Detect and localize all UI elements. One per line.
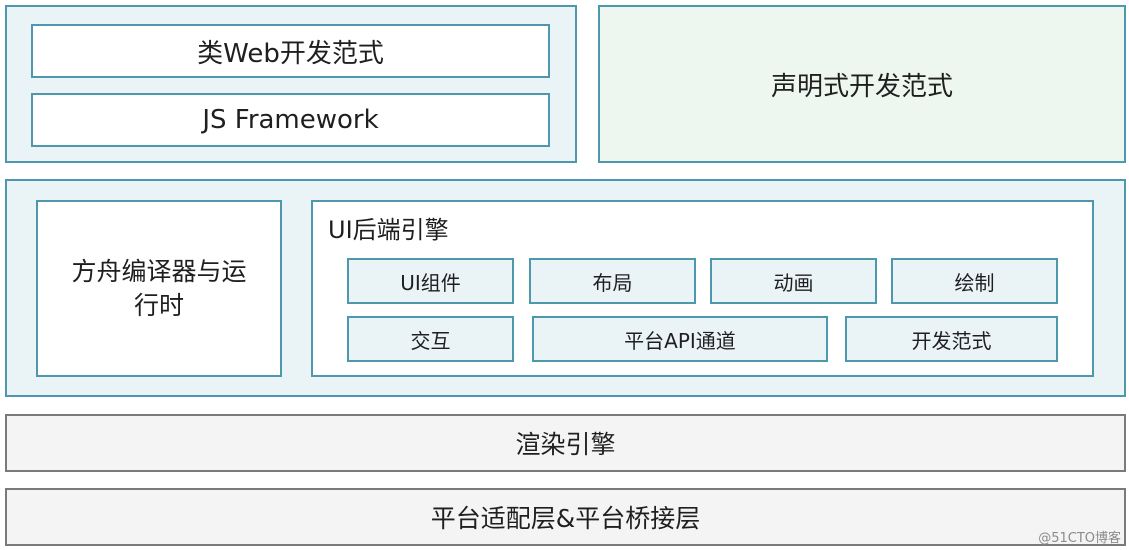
drawing-box: 绘制 bbox=[891, 258, 1058, 304]
render-engine-label: 渲染引擎 bbox=[515, 430, 616, 459]
ui-components-label: UI组件 bbox=[400, 270, 461, 295]
declarative-paradigm-panel: 声明式开发范式 bbox=[598, 5, 1126, 163]
platform-api-channel-box: 平台API通道 bbox=[532, 316, 828, 362]
interaction-box: 交互 bbox=[347, 316, 514, 362]
interaction-label: 交互 bbox=[410, 328, 451, 353]
js-framework-box: JS Framework bbox=[31, 93, 550, 147]
declarative-paradigm-label: 声明式开发范式 bbox=[770, 71, 953, 102]
layout-label: 布局 bbox=[592, 270, 633, 295]
drawing-label: 绘制 bbox=[954, 270, 995, 295]
web-paradigm-box: 类Web开发范式 bbox=[31, 24, 550, 78]
platform-layer-box: 平台适配层&平台桥接层 bbox=[5, 488, 1126, 546]
render-engine-box: 渲染引擎 bbox=[5, 414, 1126, 472]
ark-compiler-label-line2: 行时 bbox=[133, 290, 184, 320]
platform-api-channel-label: 平台API通道 bbox=[624, 328, 736, 353]
watermark-text: @51CTO博客 bbox=[1038, 531, 1121, 546]
layout-box: 布局 bbox=[529, 258, 696, 304]
animation-label: 动画 bbox=[773, 270, 814, 295]
ark-compiler-label-line1: 方舟编译器与运 bbox=[71, 256, 247, 286]
development-paradigm-label: 开发范式 bbox=[911, 328, 992, 353]
ui-backend-engine-title: UI后端引擎 bbox=[328, 216, 449, 244]
js-framework-label: JS Framework bbox=[202, 105, 379, 135]
development-paradigm-box: 开发范式 bbox=[845, 316, 1058, 362]
ark-compiler-box: 方舟编译器与运 行时 bbox=[36, 200, 282, 377]
platform-layer-label: 平台适配层&平台桥接层 bbox=[430, 504, 701, 533]
ui-components-box: UI组件 bbox=[347, 258, 514, 304]
animation-box: 动画 bbox=[710, 258, 877, 304]
web-paradigm-label: 类Web开发范式 bbox=[197, 38, 384, 69]
